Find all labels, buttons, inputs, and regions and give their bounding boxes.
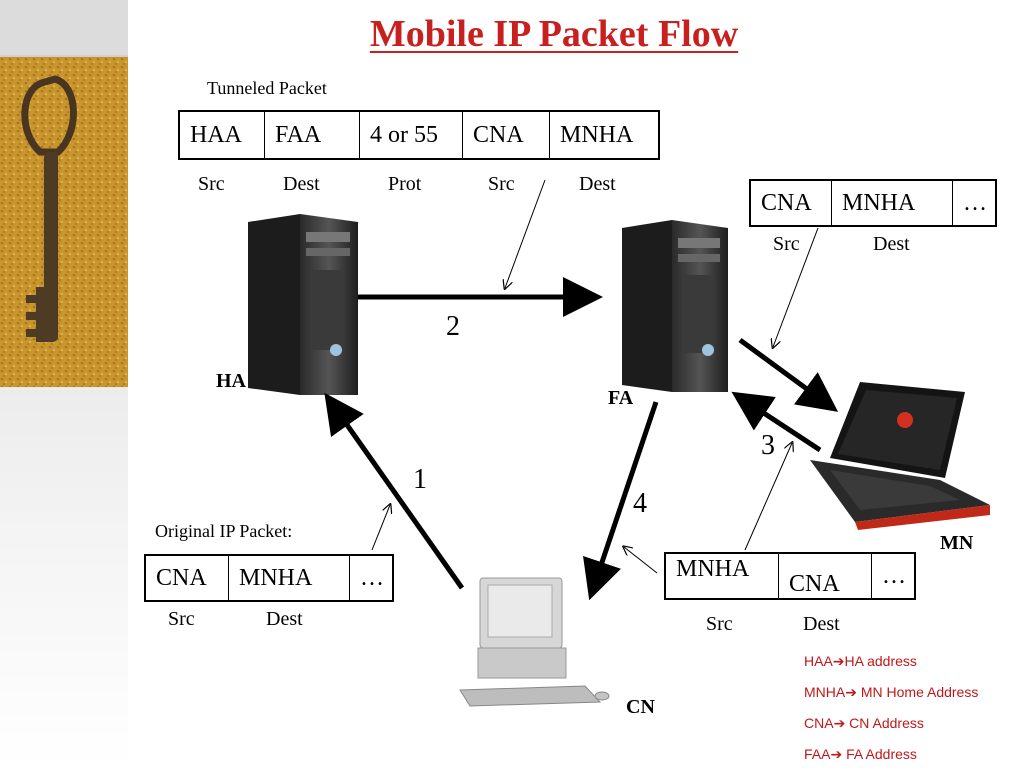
field-role: Src — [773, 233, 800, 255]
packet-field: CNA — [146, 556, 229, 600]
key-photo — [0, 57, 128, 387]
field-role: Dest — [873, 233, 910, 255]
packet-field: FAA — [265, 112, 360, 158]
callout-mn-to-cn-packet-left — [624, 547, 658, 574]
callout-original-packet — [371, 505, 390, 551]
packet-field: HAA — [180, 112, 265, 158]
packet-field: MNHA — [666, 554, 779, 598]
arrow-fa-to-mn — [738, 337, 839, 412]
mn-to-cn-packet: MNHA CNA … — [664, 552, 916, 600]
legend-item: HAA➔HA address — [804, 653, 917, 669]
field-role: Src — [168, 608, 195, 630]
field-role: Src — [706, 613, 733, 635]
slide-title: Mobile IP Packet Flow — [369, 13, 739, 55]
callout-mn-to-cn-packet-up — [744, 443, 792, 551]
step-label: 2 — [446, 311, 460, 342]
cn-desktop-icon — [459, 577, 610, 707]
packet-field: CNA — [779, 554, 872, 598]
sidebar-top-band — [0, 0, 128, 55]
fa-to-mn-packet: CNA MNHA … — [749, 179, 997, 227]
field-role: Dest — [266, 608, 303, 630]
field-role: Src — [198, 173, 225, 195]
packet-field: CNA — [751, 181, 832, 225]
original-packet-caption: Original IP Packet: — [155, 521, 293, 541]
step-label: 1 — [413, 464, 427, 495]
packet-field: MNHA — [229, 556, 350, 600]
mn-laptop-icon — [810, 382, 990, 530]
field-role: Dest — [283, 173, 320, 195]
ha-server-icon — [248, 214, 358, 395]
packet-field: … — [882, 562, 906, 589]
node-label-cn: CN — [626, 696, 655, 718]
arrow-step-1 — [324, 392, 465, 590]
step-label: 3 — [761, 430, 775, 461]
original-packet: CNA MNHA … — [144, 554, 394, 602]
packet-field: … — [963, 189, 987, 216]
arrow-step-4 — [583, 401, 659, 601]
node-label-mn: MN — [940, 532, 974, 554]
field-role: Dest — [579, 173, 616, 195]
field-role: Dest — [803, 613, 840, 635]
packet-field: MNHA — [560, 121, 634, 148]
tunneled-packet-caption: Tunneled Packet — [207, 78, 327, 98]
packet-field: MNHA — [832, 181, 953, 225]
field-role: Prot — [388, 173, 422, 195]
arrow-step-3 — [731, 391, 822, 453]
packet-field: CNA — [463, 112, 550, 158]
packet-field: … — [360, 564, 384, 591]
node-label-fa: FA — [608, 387, 634, 409]
node-label-ha: HA — [216, 370, 246, 392]
callout-tunneled-packet — [505, 179, 546, 288]
packet-field: 4 or 55 — [360, 112, 463, 158]
sidebar — [0, 0, 128, 768]
fa-server-icon — [622, 220, 728, 392]
legend-item: FAA➔ FA Address — [804, 746, 917, 762]
legend-item: MNHA➔ MN Home Address — [804, 684, 979, 700]
legend-item: CNA➔ CN Address — [804, 715, 924, 731]
tunneled-packet: HAA FAA 4 or 55 CNA MNHA — [178, 110, 660, 160]
step-label: 4 — [633, 488, 647, 519]
callout-fa-to-mn-packet — [773, 227, 819, 347]
field-role: Src — [488, 173, 515, 195]
legend: HAA➔HA address MNHA➔ MN Home Address CNA… — [804, 652, 978, 776]
